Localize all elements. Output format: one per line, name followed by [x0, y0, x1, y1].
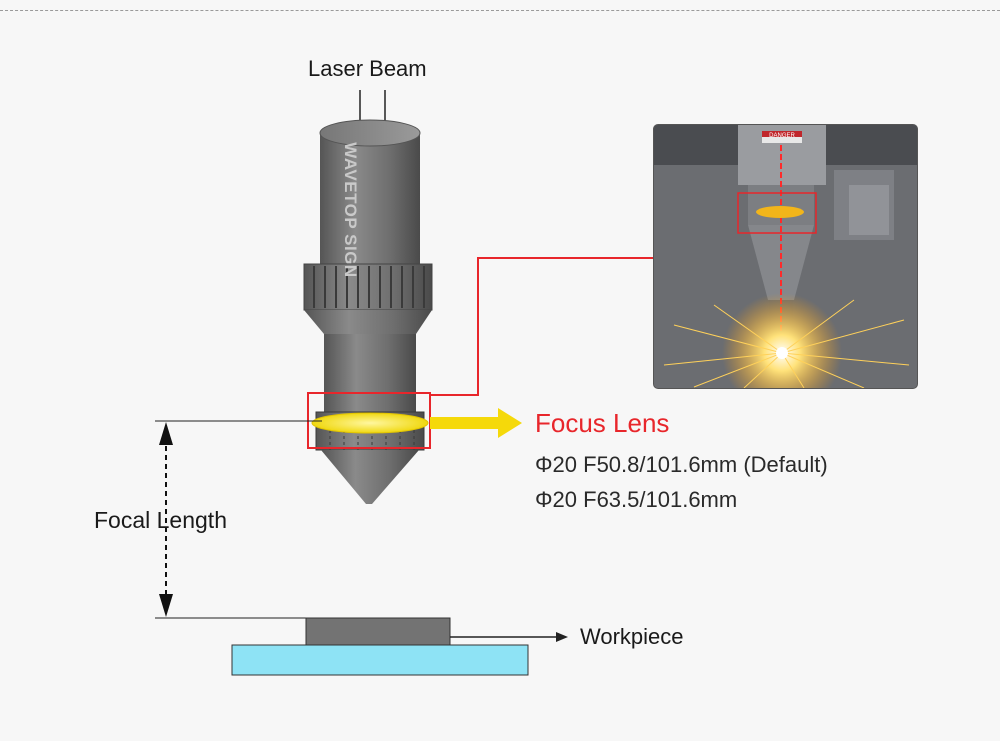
focal-length-dimension	[155, 420, 322, 619]
focal-length-label: Focal Length	[94, 507, 227, 533]
laser-beam-label: Laser Beam	[308, 56, 427, 81]
focus-lens-title: Focus Lens	[535, 408, 670, 438]
knurled-ring	[303, 263, 433, 311]
focus-lens-shape	[311, 412, 429, 434]
head-taper	[304, 310, 432, 334]
top-dashed-divider	[0, 10, 1000, 11]
lens-spec-default: Φ20 F50.8/101.6mm (Default)	[535, 452, 828, 477]
brand-engraving: WAVETOP SIGN	[341, 142, 360, 278]
head-upper-cylinder	[319, 119, 421, 266]
laser-beam-lines	[359, 90, 386, 124]
photo-connector-line	[430, 257, 653, 396]
nozzle-cone	[321, 450, 419, 504]
lens-spec-alt: Φ20 F63.5/101.6mm	[535, 487, 738, 512]
workpiece-arrow	[450, 632, 568, 642]
lens-arrow	[430, 408, 522, 438]
laser-head-photo: DANGER	[653, 124, 918, 389]
head-lower-tube	[324, 334, 416, 412]
workpiece-shape	[231, 617, 529, 676]
svg-text:DANGER: DANGER	[769, 133, 795, 139]
workpiece-label: Workpiece	[580, 624, 684, 649]
